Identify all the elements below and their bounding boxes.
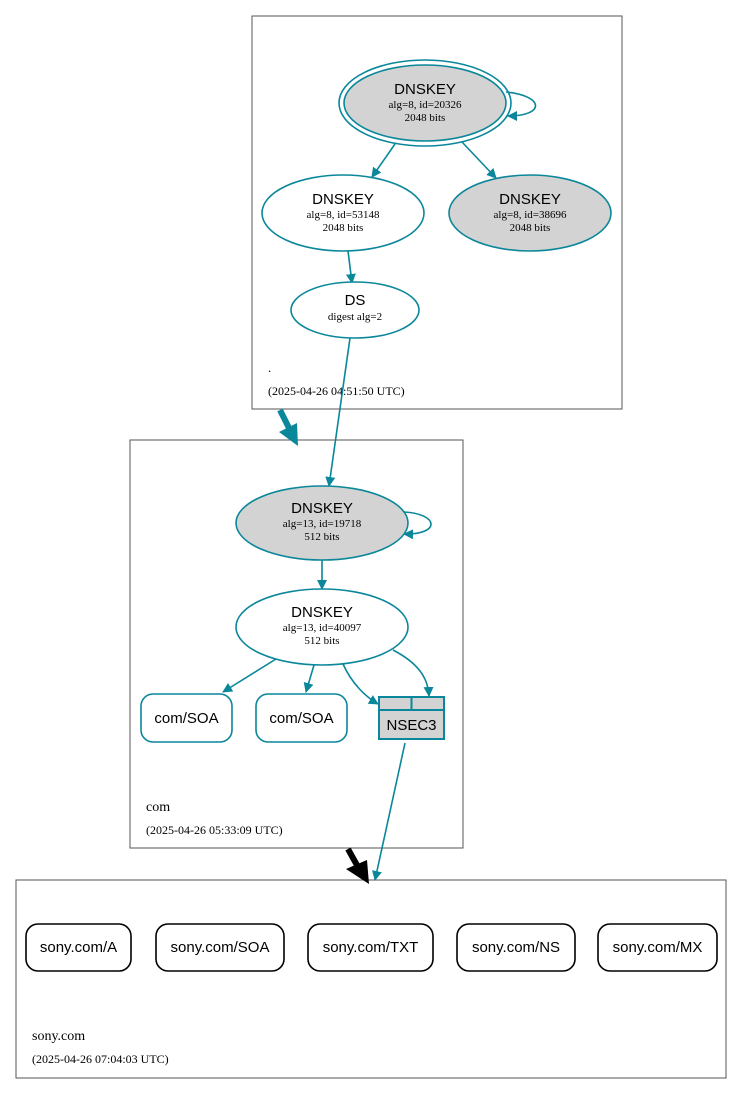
- node-root-key3-line2: 2048 bits: [510, 222, 551, 234]
- record-sony-soa[interactable]: sony.com/SOA: [155, 923, 285, 972]
- node-root-ds-title: DS: [345, 292, 366, 309]
- node-root-zsk[interactable]: DNSKEY alg=8, id=53148 2048 bits: [261, 174, 425, 252]
- node-com-ksk-title: DNSKEY: [291, 500, 353, 517]
- delegation-root-to-com: [277, 408, 298, 446]
- zone-root-name: .: [268, 360, 271, 375]
- zone-com-timestamp: (2025-04-26 05:33:09 UTC): [146, 823, 283, 837]
- node-root-key3-line1: alg=8, id=38696: [494, 209, 567, 221]
- node-root-ksk-line2: 2048 bits: [405, 112, 446, 124]
- zone-com-name: com: [146, 800, 170, 815]
- node-com-soa-1[interactable]: com/SOA: [140, 693, 233, 743]
- edge-root-ksk-self: [505, 91, 537, 121]
- zone-root-timestamp: (2025-04-26 04:51:50 UTC): [268, 384, 405, 398]
- record-sony-mx-label: sony.com/MX: [613, 939, 703, 956]
- record-sony-ns-label: sony.com/NS: [472, 939, 560, 956]
- node-com-soa-1-label: com/SOA: [154, 710, 218, 727]
- edge-root-ksk-to-zsk: [371, 143, 396, 178]
- record-sony-soa-label: sony.com/SOA: [171, 939, 270, 956]
- edges: [222, 91, 537, 881]
- edge-com-zsk-to-nsec3-a: [342, 663, 379, 705]
- node-root-ksk-title: DNSKEY: [394, 81, 456, 98]
- node-com-zsk[interactable]: DNSKEY alg=13, id=40097 512 bits: [235, 588, 409, 666]
- edge-root-ksk-to-key3: [461, 141, 497, 179]
- zone-root-box: [251, 15, 623, 410]
- record-sony-txt[interactable]: sony.com/TXT: [307, 923, 434, 972]
- node-com-zsk-title: DNSKEY: [291, 604, 353, 621]
- edge-nsec3-to-sony: [372, 742, 406, 881]
- node-root-ksk-line1: alg=8, id=20326: [389, 99, 462, 111]
- edge-com-zsk-to-soa2: [303, 664, 315, 693]
- edge-root-zsk-to-ds: [345, 250, 356, 284]
- node-com-ksk-line1: alg=13, id=19718: [283, 518, 362, 530]
- node-root-zsk-line1: alg=8, id=53148: [307, 209, 380, 221]
- node-root-ksk[interactable]: DNSKEY alg=8, id=20326 2048 bits: [338, 59, 512, 147]
- zone-sony-box: [15, 879, 727, 1079]
- node-root-key3[interactable]: DNSKEY alg=8, id=38696 2048 bits: [448, 174, 612, 252]
- delegation-com-to-sony: [345, 847, 369, 884]
- node-com-zsk-line2: 512 bits: [304, 635, 339, 647]
- node-root-key3-title: DNSKEY: [499, 191, 561, 208]
- record-sony-mx[interactable]: sony.com/MX: [597, 923, 718, 972]
- zone-sony-name: sony.com: [32, 1029, 85, 1044]
- edge-com-ksk-self: [403, 511, 432, 540]
- node-com-zsk-line1: alg=13, id=40097: [283, 622, 362, 634]
- node-com-ksk-line2: 512 bits: [304, 531, 339, 543]
- record-sony-txt-label: sony.com/TXT: [323, 939, 419, 956]
- node-com-soa-2[interactable]: com/SOA: [255, 693, 348, 743]
- record-sony-a[interactable]: sony.com/A: [25, 923, 132, 972]
- node-root-ds[interactable]: DS digest alg=2: [290, 281, 420, 339]
- zone-sony-timestamp: (2025-04-26 07:04:03 UTC): [32, 1052, 169, 1066]
- node-com-ksk[interactable]: DNSKEY alg=13, id=19718 512 bits: [235, 485, 409, 561]
- edge-ds-to-com-ksk: [325, 337, 351, 487]
- node-root-zsk-title: DNSKEY: [312, 191, 374, 208]
- record-sony-ns[interactable]: sony.com/NS: [456, 923, 576, 972]
- edge-com-zsk-to-nsec3-b: [392, 649, 434, 697]
- node-nsec3-label: NSEC3: [386, 717, 436, 734]
- node-root-zsk-line2: 2048 bits: [323, 222, 364, 234]
- node-nsec3[interactable]: NSEC3: [378, 696, 445, 740]
- node-com-soa-2-label: com/SOA: [269, 710, 333, 727]
- record-sony-a-label: sony.com/A: [40, 939, 117, 956]
- edge-com-zsk-to-soa1: [222, 658, 277, 693]
- node-root-ds-line1: digest alg=2: [328, 311, 382, 323]
